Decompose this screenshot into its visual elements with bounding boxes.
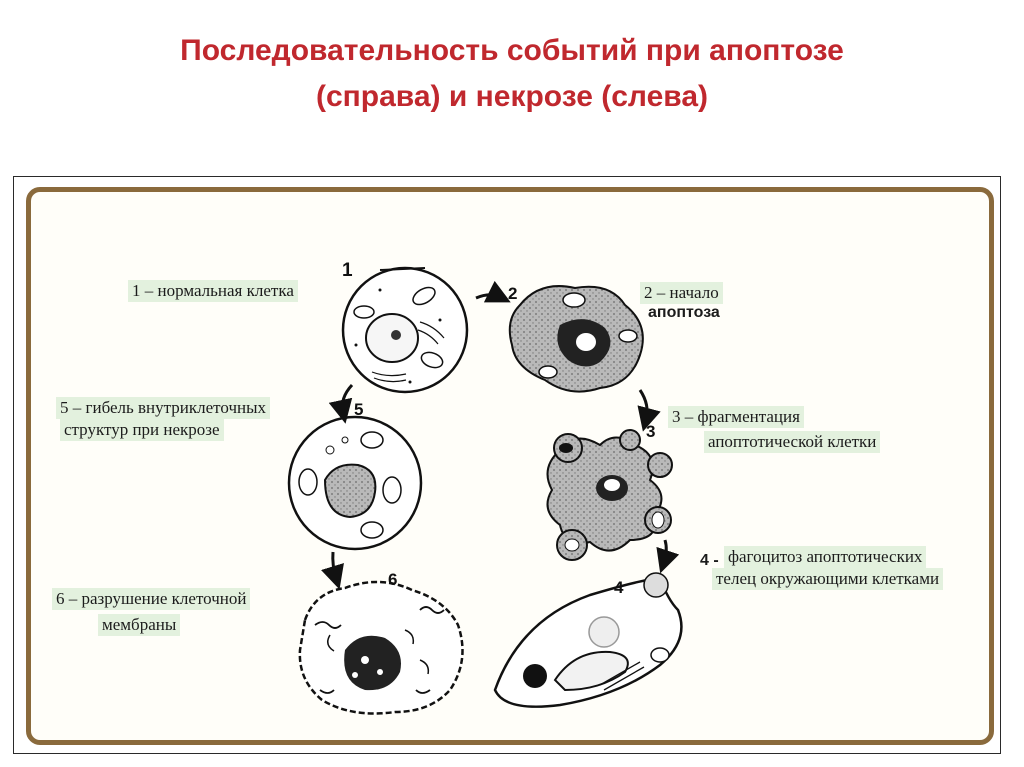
cell-phagocyte [493,572,683,708]
label-phagocytosis-line1: фагоцитоз апоптотических [724,546,927,568]
title-line-1: Последовательность событий при апоптозе [180,34,844,67]
label-necrosis-organelles-line1: 5 – гибель внутриклеточных [56,397,271,419]
label-fragmentation-line1: 3 – фрагментация [668,406,804,428]
stage-number-1: 1 [342,260,353,281]
stage-number-3: 3 [646,422,656,441]
diagram-inner-frame [26,187,994,745]
stage-number-6: 6 [388,570,398,589]
cell-normal [341,266,469,394]
label-phagocytosis-number: 4 - [700,552,719,569]
page-title: Последовательность событий при апоптозе … [0,28,1024,120]
stage-number-5: 5 [354,400,364,419]
label-membrane-destruction-line2: мембраны [98,614,181,636]
stage-number-2: 2 [508,284,518,303]
label-fragmentation-line2: апоптотической клетки [704,431,881,453]
arrow-5-to-6 [321,551,344,590]
label-apoptosis-start-line2: апоптоза [648,304,720,321]
label-normal-cell: 1 – нормальная клетка [128,280,298,302]
label-phagocytosis-line2: телец окружающими клетками [712,568,944,590]
arrow-3-to-4 [656,539,680,574]
arrow-1-to-2 [475,280,511,303]
cell-apoptosis-start [508,285,644,393]
label-apoptosis-start-line1: 2 – начало [640,282,723,304]
stage-number-4: 4 [614,578,624,597]
arrow-2-to-3 [637,389,661,432]
arrow-1-to-5 [328,383,354,424]
label-necrosis-organelles-line2: структур при некрозе [60,419,224,441]
cell-necrosis-ruptured [298,580,464,715]
cell-apoptosis-fragmented [546,429,673,561]
label-membrane-destruction-line1: 6 – разрушение клеточной [52,588,251,610]
title-line-2: (справа) и некрозе (слева) [316,80,708,113]
cell-necrosis-swollen [287,415,423,551]
